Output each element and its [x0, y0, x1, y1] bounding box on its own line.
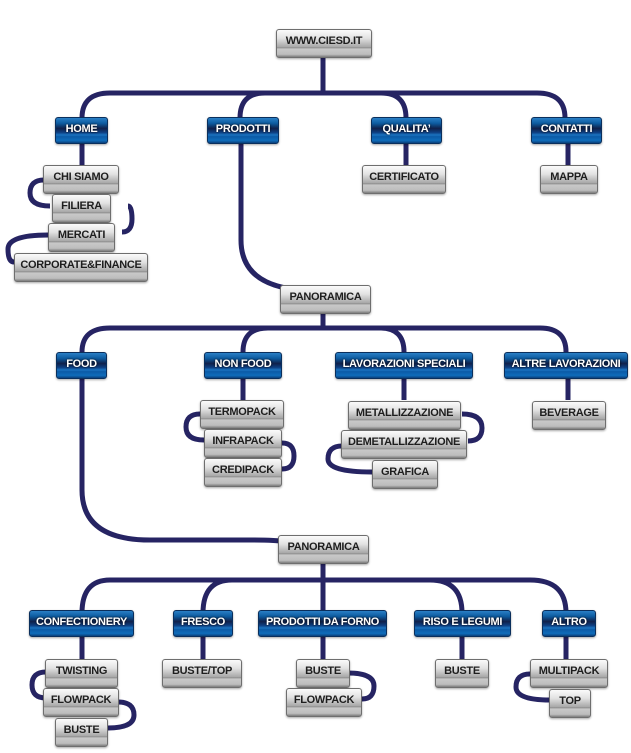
menu-item-beverage[interactable]: BEVERAGE — [532, 401, 606, 430]
nav-prodotti-da-forno-button[interactable]: PRODOTTI DA FORNO — [258, 610, 387, 637]
line-nonfood-loop1 — [183, 411, 205, 443]
nav-qualita-button[interactable]: QUALITA’ — [371, 117, 442, 144]
menu-item-demetallizzazione[interactable]: DEMETALLIZZAZIONE — [341, 430, 467, 459]
menu-item-filiera[interactable]: FILIERA — [52, 194, 111, 223]
line-lav-loop1 — [461, 411, 485, 444]
menu-item-mercati[interactable]: MERCATI — [48, 223, 115, 252]
line-home-loop3 — [5, 232, 49, 265]
line-fresco-branch — [200, 577, 233, 614]
menu-item-flowpack-forno[interactable]: FLOWPACK — [286, 688, 362, 717]
line-forno-loop — [347, 670, 377, 702]
nav-contatti-button[interactable]: CONTATTI — [531, 117, 602, 144]
menu-item-buste-riso[interactable]: BUSTE — [435, 659, 489, 688]
line-prodotti-branch — [237, 90, 266, 119]
nav-home-button[interactable]: HOME — [55, 117, 108, 144]
line-level2-bus — [79, 325, 569, 353]
line-riso-branch — [429, 577, 465, 614]
nav-altre-lavorazioni-button[interactable]: ALTRE LAVORAZIONI — [504, 352, 628, 379]
menu-item-multipack[interactable]: MULTIPACK — [530, 659, 608, 688]
menu-item-certificato[interactable]: CERTIFICATO — [362, 165, 446, 194]
menu-item-infrapack[interactable]: INFRAPACK — [204, 429, 282, 458]
menu-item-chi-siamo[interactable]: CHI SIAMO — [43, 165, 119, 194]
food-panoramica-button[interactable]: PANORAMICA — [278, 535, 369, 564]
menu-item-top[interactable]: TOP — [549, 689, 591, 718]
line-lav-loop2 — [325, 443, 373, 475]
line-lavorazioni-branch — [379, 325, 407, 353]
line-qualita-branch — [380, 90, 409, 119]
menu-item-twisting[interactable]: TWISTING — [45, 659, 118, 688]
menu-item-termopack[interactable]: TERMOPACK — [200, 400, 284, 429]
menu-item-corporate-finance[interactable]: CORPORATE&FINANCE — [14, 253, 148, 282]
nav-non-food-button[interactable]: NON FOOD — [204, 352, 282, 379]
line-prodotti-down — [238, 140, 301, 293]
nav-lavorazioni-speciali-button[interactable]: LAVORAZIONI SPECIALI — [335, 352, 473, 379]
line-conf-loop2 — [107, 699, 137, 731]
line-level3-bus — [79, 577, 569, 614]
nav-confectionery-button[interactable]: CONFECTIONERY — [29, 610, 134, 637]
line-home-loop1 — [27, 177, 51, 209]
line-nonfood-branch — [240, 325, 269, 353]
root-button[interactable]: WWW.CIESD.IT — [276, 29, 372, 58]
nav-riso-e-legumi-button[interactable]: RISO E LEGUMI — [414, 610, 511, 637]
line-nonfood-loop2 — [281, 440, 297, 472]
nav-prodotti-button[interactable]: PRODOTTI — [207, 117, 279, 144]
line-altro-loop — [513, 671, 551, 703]
menu-item-buste-confectionery[interactable]: BUSTE — [55, 718, 108, 747]
menu-item-mappa[interactable]: MAPPA — [540, 165, 598, 194]
menu-item-credipack[interactable]: CREDIPACK — [204, 458, 282, 487]
nav-altro-button[interactable]: ALTRO — [542, 610, 596, 637]
menu-item-buste-forno[interactable]: BUSTE — [296, 659, 350, 688]
menu-item-flowpack-confectionery[interactable]: FLOWPACK — [43, 688, 119, 717]
line-conf-loop1 — [29, 669, 47, 701]
line-level1-bus — [79, 90, 568, 119]
nav-fresco-button[interactable]: FRESCO — [173, 610, 233, 637]
prodotti-panoramica-button[interactable]: PANORAMICA — [280, 285, 371, 314]
line-home-loop2 — [121, 203, 135, 235]
menu-item-buste-top[interactable]: BUSTE/TOP — [162, 659, 242, 688]
nav-food-button[interactable]: FOOD — [56, 352, 107, 379]
menu-item-grafica[interactable]: GRAFICA — [372, 460, 438, 489]
menu-item-metallizzazione[interactable]: METALLIZZAZIONE — [348, 401, 461, 430]
